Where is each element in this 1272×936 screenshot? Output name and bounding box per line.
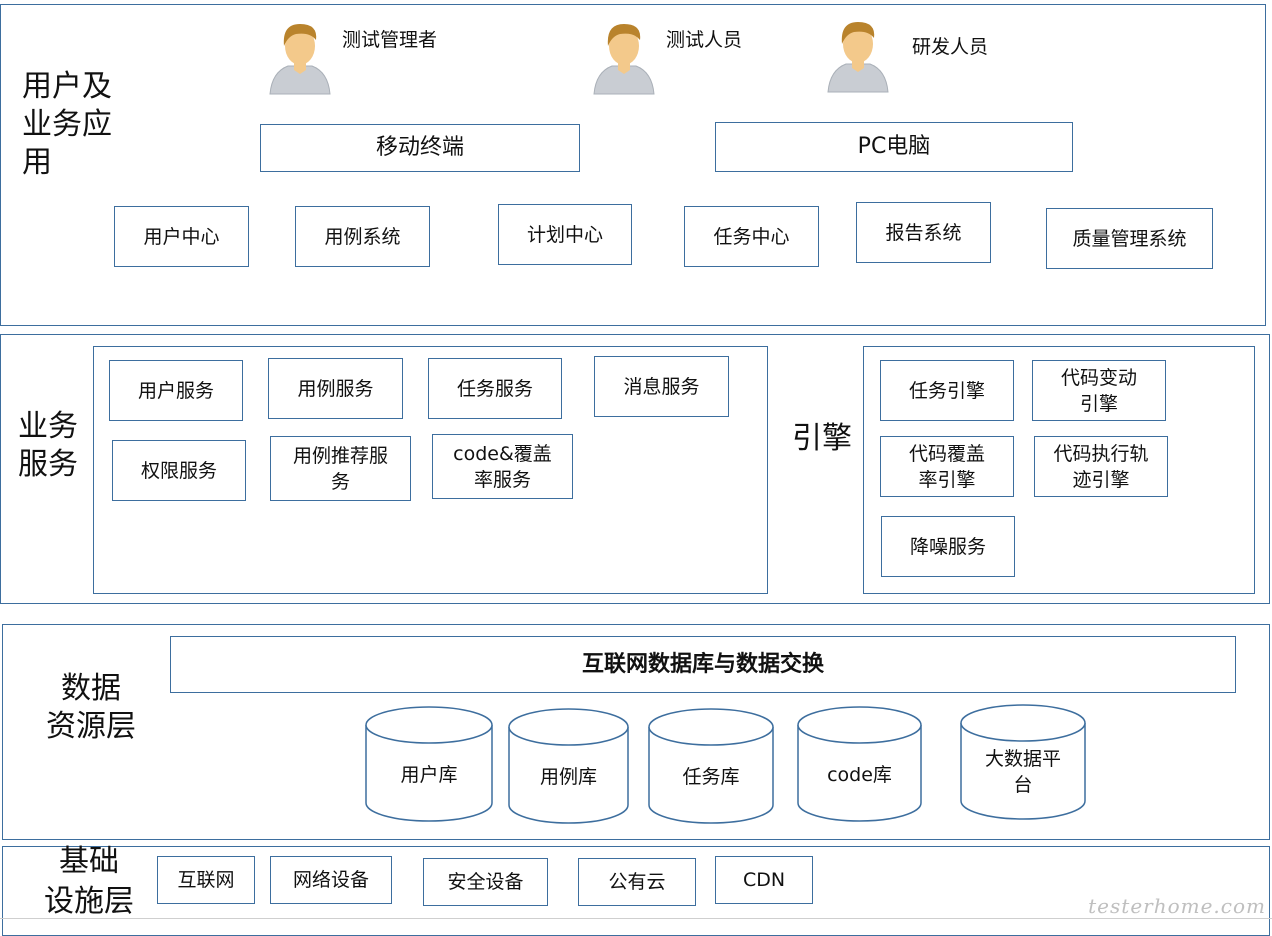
store-user-db: 用户库 — [365, 706, 493, 822]
service-user: 用户服务 — [109, 360, 243, 421]
service-group — [93, 346, 768, 594]
infra-network-device: 网络设备 — [270, 856, 392, 904]
user-layer-title: 用户及 业务应 用 — [22, 69, 112, 180]
service-task: 任务服务 — [428, 358, 562, 419]
service-message: 消息服务 — [594, 356, 729, 417]
data-layer-title: 数据 资源层 — [46, 671, 136, 744]
store-testcase-db: 用例库 — [508, 708, 629, 824]
app-plan-center: 计划中心 — [498, 204, 632, 265]
app-testcase-system: 用例系统 — [295, 206, 430, 267]
role-label: 测试管理者 — [342, 28, 438, 51]
service-code-coverage: code&覆盖率服务 — [432, 434, 573, 499]
engine-group — [863, 346, 1255, 594]
role-developer: 研发人员 — [824, 14, 988, 94]
terminal-pc: PC电脑 — [715, 122, 1073, 172]
engine-code-trace: 代码执行轨迹引擎 — [1034, 436, 1168, 497]
person-icon — [269, 24, 331, 95]
infra-internet: 互联网 — [157, 856, 255, 904]
infra-security-device: 安全设备 — [423, 858, 548, 906]
app-report-system: 报告系统 — [856, 202, 991, 263]
service-layer-title: 业务 服务 — [18, 409, 78, 482]
business-service-layer — [0, 334, 1270, 604]
bottom-divider — [0, 918, 1272, 919]
role-tester: 测试人员 — [590, 16, 742, 96]
infra-cdn: CDN — [715, 856, 813, 904]
terminal-mobile: 移动终端 — [260, 124, 580, 172]
engine-code-coverage: 代码覆盖率引擎 — [880, 436, 1014, 497]
engine-title: 引擎 — [792, 421, 852, 456]
data-resource-layer — [2, 624, 1270, 840]
app-quality-system: 质量管理系统 — [1046, 208, 1213, 269]
database-icon — [648, 708, 774, 824]
role-test-manager: 测试管理者 — [266, 16, 437, 96]
role-label: 研发人员 — [912, 35, 989, 58]
service-testcase-recommend: 用例推荐服务 — [270, 436, 411, 501]
engine-task: 任务引擎 — [880, 360, 1014, 421]
app-user-center: 用户中心 — [114, 206, 249, 267]
database-icon — [960, 704, 1086, 820]
engine-denoise: 降噪服务 — [881, 516, 1015, 577]
database-icon — [797, 706, 922, 822]
app-task-center: 任务中心 — [684, 206, 819, 267]
user-application-layer — [0, 4, 1266, 326]
store-code-db: code库 — [797, 706, 922, 822]
store-bigdata-platform: 大数据平台 — [960, 704, 1086, 820]
person-icon — [593, 24, 655, 95]
service-permission: 权限服务 — [112, 440, 246, 501]
watermark: testerhome.com — [1088, 894, 1266, 918]
infra-layer-title: 基础 设施层 — [44, 844, 134, 919]
data-exchange: 互联网数据库与数据交换 — [170, 636, 1236, 693]
database-icon — [365, 706, 493, 822]
role-label: 测试人员 — [666, 28, 743, 51]
database-icon — [508, 708, 629, 824]
engine-code-change: 代码变动引擎 — [1032, 360, 1166, 421]
service-testcase: 用例服务 — [268, 358, 403, 419]
infra-public-cloud: 公有云 — [578, 858, 696, 906]
person-icon — [827, 22, 889, 93]
store-task-db: 任务库 — [648, 708, 774, 824]
